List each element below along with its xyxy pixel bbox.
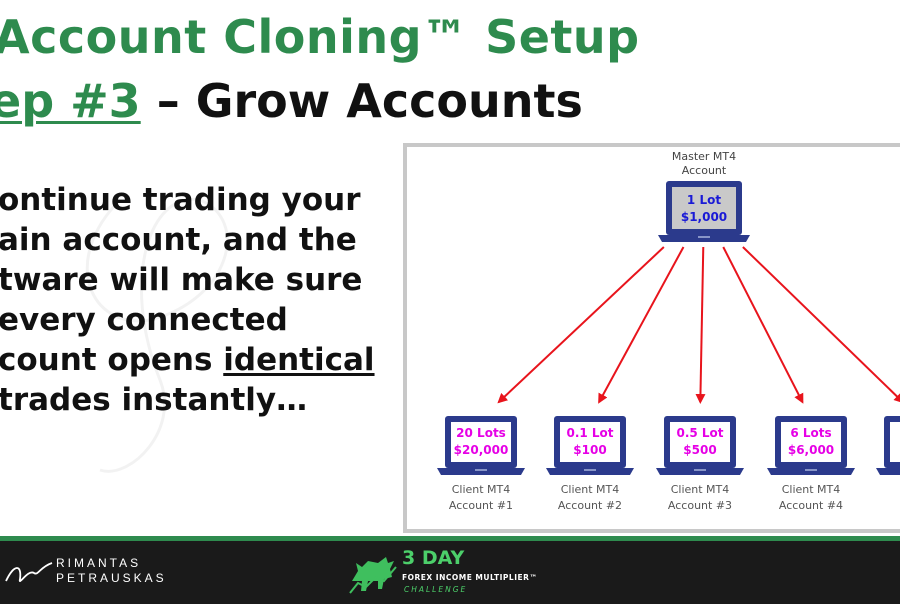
- challenge-title: 3 DAY: [402, 547, 465, 569]
- client-label: Client MT4: [782, 483, 841, 496]
- brand-first-name: RIMANTAS: [56, 556, 142, 570]
- client-lots: 0.1 Lot: [566, 426, 613, 440]
- challenge-label: CHALLENGE: [404, 585, 468, 594]
- master-laptop-trackpad: [698, 236, 710, 238]
- footer-bar: RIMANTAS PETRAUSKAS 3 DAY FOREX INCOME M…: [0, 536, 900, 604]
- clone-arrow: [598, 246, 685, 404]
- body-line: ontinue trading your: [0, 182, 361, 218]
- client-laptop-base: [876, 468, 900, 475]
- client-laptop-base: [767, 468, 855, 475]
- body-line: ain account, and the: [0, 222, 357, 258]
- master-laptop-base: [658, 235, 750, 242]
- client-label: Account #3: [668, 499, 732, 512]
- client-amount: $100: [573, 443, 606, 457]
- client-label: Account #4: [779, 499, 843, 512]
- challenge-subtitle: FOREX INCOME MULTIPLIER™: [402, 573, 538, 582]
- client-laptop-trackpad: [584, 469, 596, 471]
- master-label: Account: [682, 164, 727, 177]
- clone-arrow: [695, 246, 706, 404]
- client-label: Client MT4: [561, 483, 620, 496]
- step-title: – Grow Accounts: [140, 74, 583, 128]
- clone-arrow: [497, 246, 665, 404]
- challenge-logo: 3 DAY FOREX INCOME MULTIPLIER™ CHALLENGE: [348, 545, 588, 605]
- client-laptop-screen: [890, 422, 900, 462]
- client-laptop-base: [437, 468, 525, 475]
- client-label: Client MT4: [671, 483, 730, 496]
- clone-arrow: [722, 246, 804, 404]
- slide-title-line2: ep #3 – Grow Accounts: [0, 74, 583, 128]
- brand-last-name: PETRAUSKAS: [56, 571, 167, 585]
- signature-logo-icon: [5, 562, 53, 582]
- bull-icon: [349, 557, 397, 594]
- client-lots: 6 Lots: [790, 426, 831, 440]
- client-amount: $6,000: [788, 443, 834, 457]
- client-laptop-base: [656, 468, 744, 475]
- master-laptop-screen: [672, 187, 736, 229]
- client-laptop-base: [546, 468, 634, 475]
- client-laptop-screen: [451, 422, 511, 462]
- slide-title-line1: Account Cloning™ Setup: [0, 10, 640, 64]
- body-line: trades instantly…: [0, 382, 308, 418]
- client-laptop-screen: [670, 422, 730, 462]
- body-line: count opens identical: [0, 340, 398, 380]
- identical-emphasis: identical: [223, 342, 375, 378]
- client-amount: $20,000: [454, 443, 509, 457]
- client-laptop-screen: [781, 422, 841, 462]
- client-laptop-trackpad: [475, 469, 487, 471]
- client-amount: $500: [683, 443, 716, 457]
- client-laptop-trackpad: [805, 469, 817, 471]
- client-label: Account #1: [449, 499, 513, 512]
- master-label: Master MT4: [672, 150, 736, 163]
- client-lots: 0.5 Lot: [676, 426, 723, 440]
- master-lots: 1 Lot: [687, 193, 721, 207]
- clone-arrow: [742, 246, 900, 404]
- step-label: ep #3: [0, 74, 141, 128]
- client-lots: 20 Lots: [456, 426, 506, 440]
- client-label: Account #2: [558, 499, 622, 512]
- client-laptop-trackpad: [694, 469, 706, 471]
- body-line: tware will make sure: [0, 262, 363, 298]
- client-laptop-screen: [560, 422, 620, 462]
- body-line: every connected: [0, 302, 288, 338]
- client-label: Client MT4: [452, 483, 511, 496]
- body-line-prefix: count opens: [0, 342, 224, 378]
- brand-name: RIMANTAS PETRAUSKAS: [56, 556, 167, 586]
- master-amount: $1,000: [681, 210, 727, 224]
- body-text: ontinue trading your ain account, and th…: [0, 180, 398, 420]
